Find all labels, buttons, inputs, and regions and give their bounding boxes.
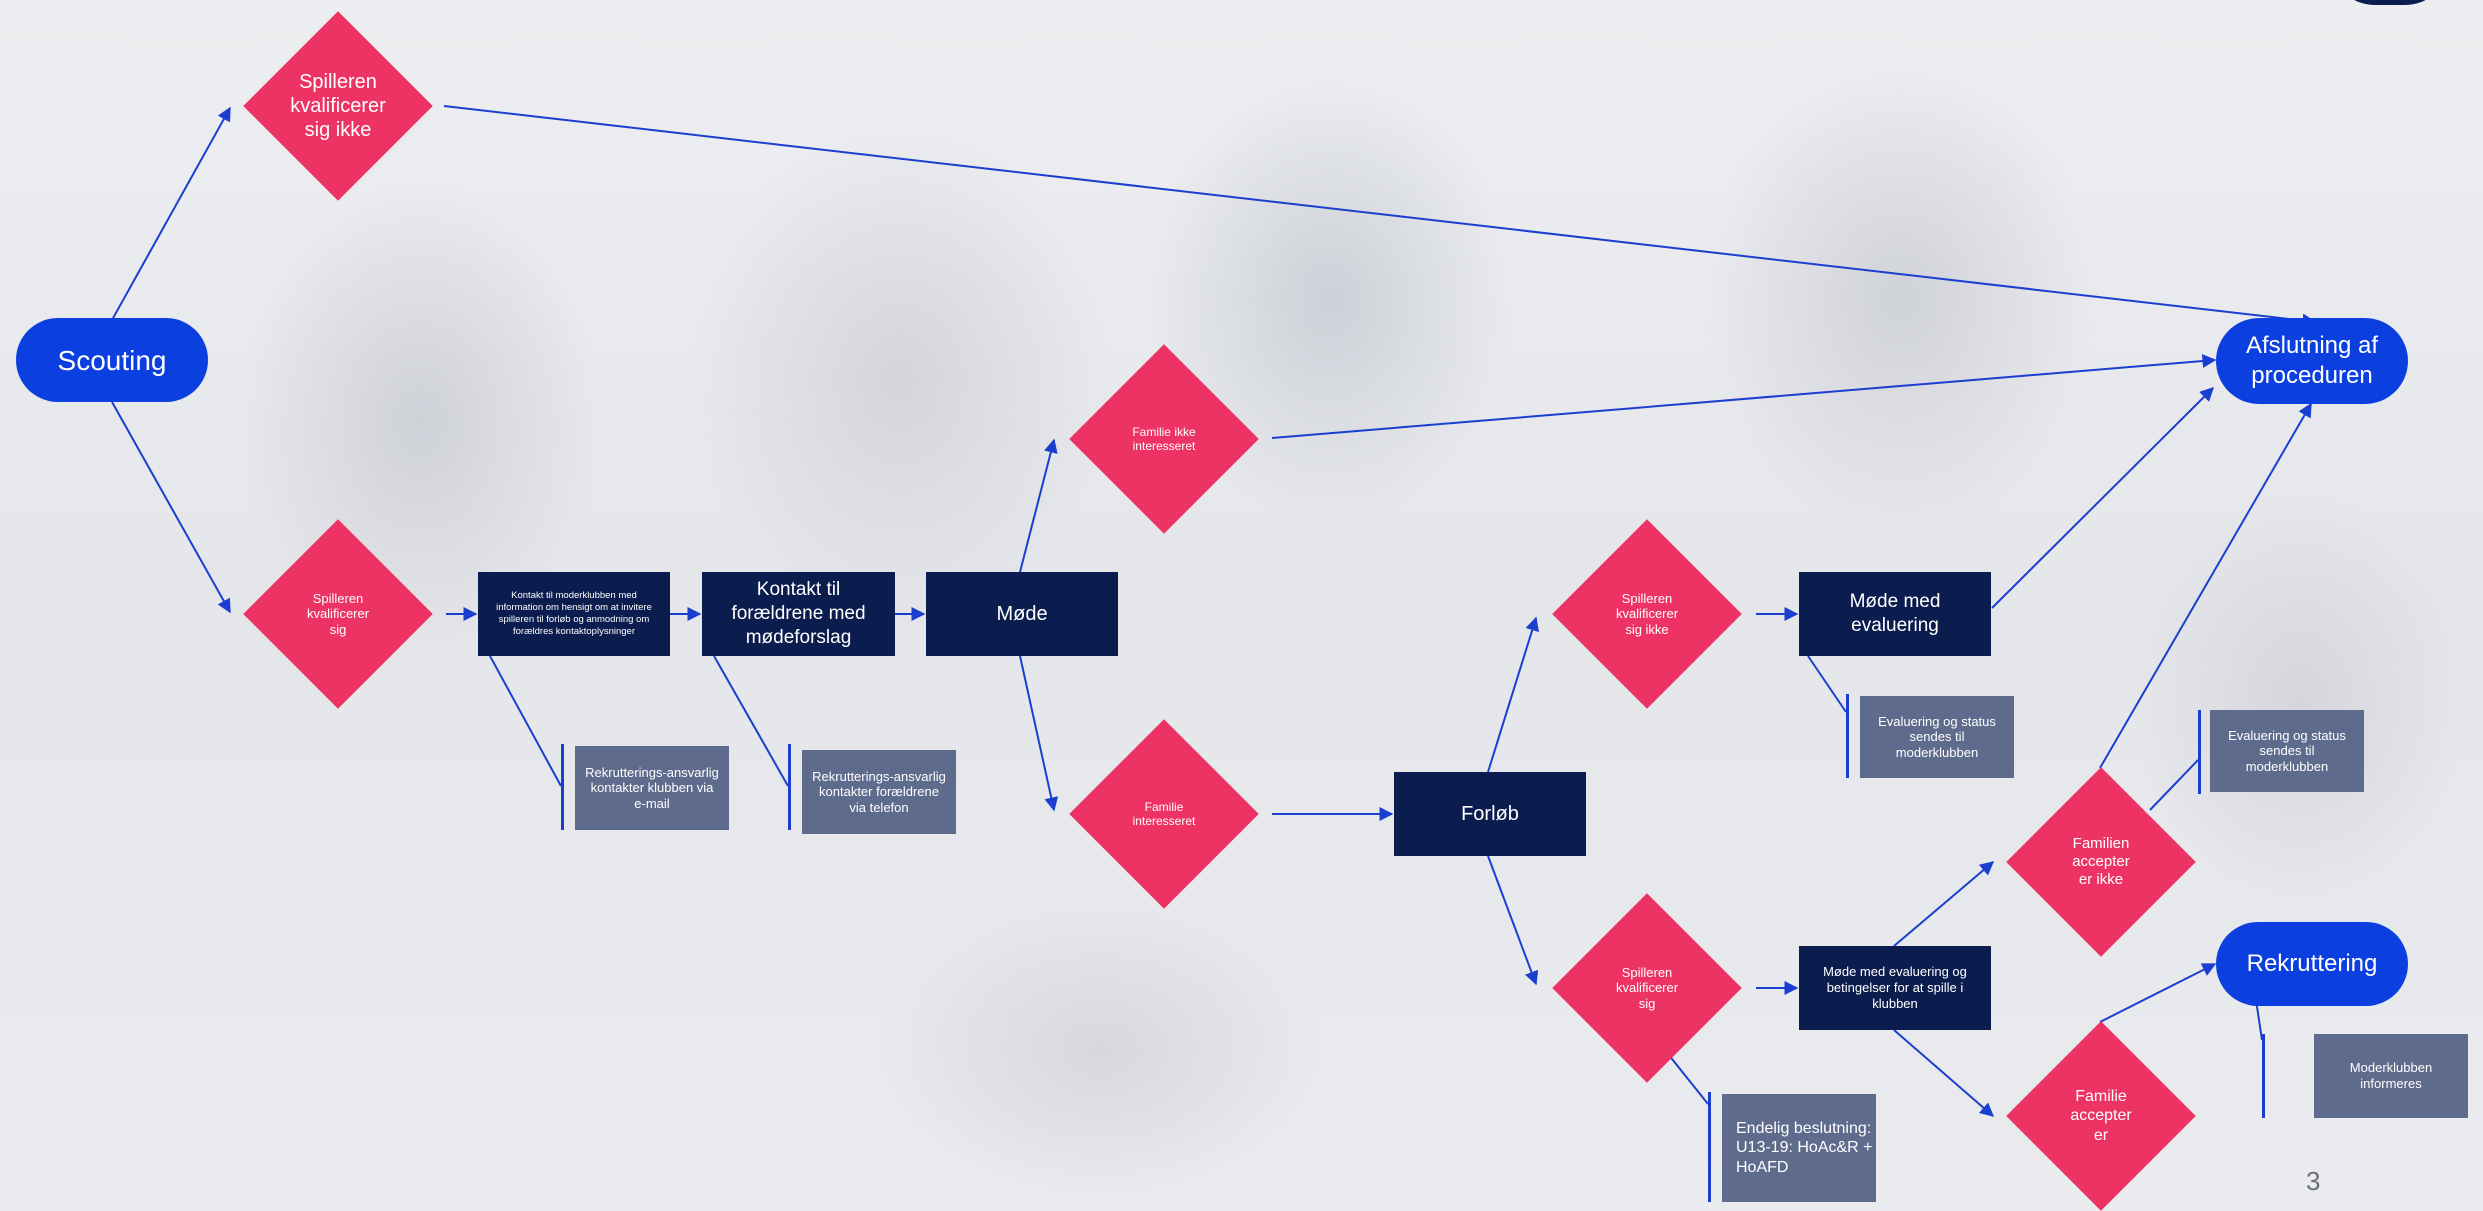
arrow-familie-ikke-to-afslutning [1271,354,2217,439]
logo [2330,0,2450,5]
arrow-scouting-to-sig [111,401,231,614]
leader-endelig [1667,1053,1709,1105]
arrow-mode-bet-to-accepter-ikke [1893,861,1995,947]
decision-spiller-ikke-mid-label: Spilleren kvalificerer sig ikke [1615,590,1679,637]
decision-spiller-ikke-mid: Spilleren kvalificerer sig ikke [1538,519,1756,709]
arrow-forlob-to-sig-low [1487,855,1539,986]
note-evaluering-2: Evaluering og status sendes til moderklu… [2210,710,2364,792]
note-rekrut-email-label: Rekrutterings-ansvarlig kontakter klubbe… [585,764,719,811]
decision-spiller-ikke-top-label: Spilleren kvalificerer sig ikke [290,71,386,141]
note-evaluering-1-label: Evaluering og status sendes til moderklu… [1878,713,1996,760]
arrow-scouting-to-ikke [111,106,231,321]
leader-eval-2 [2149,759,2199,811]
step-mode: Møde [926,572,1118,656]
decision-familien-accepterer-ikke: Familien accepter er ikke [1993,767,2209,957]
leader-moderklubben [2255,999,2263,1041]
decision-spiller-sig-label: Spilleren kvalificerer sig [306,590,370,637]
decision-familie-interesseret: Familie interesseret [1055,719,1273,909]
note-evaluering-1: Evaluering og status sendes til moderklu… [1860,696,2014,778]
arrow-mode-to-familie-int [1019,655,1059,812]
step-kontakt-foraeldre: Kontakt til forældrene med mødeforslag [702,572,895,656]
note-bar-eval-1 [1846,694,1849,778]
arrow-accepter-to-rekruttering [2099,963,2217,1023]
arrow-mode-eval-to-afslutning [1991,387,2214,609]
note-bar-endelig [1708,1092,1711,1202]
decision-familie-accepterer: Familie accepter er [1993,1021,2209,1211]
arrow-mode-bet-to-accepter [1893,1029,1995,1117]
decision-spiller-sig-low: Spilleren kvalificerer sig [1538,893,1756,1083]
afslutning-node: Afslutning af proceduren [2216,318,2408,404]
decision-familie-ikke-label: Familie ikke interesseret [1132,424,1196,453]
step-kontakt-moderklubben-label: Kontakt til moderklubben med information… [496,590,652,637]
decision-spiller-sig: Spilleren kvalificerer sig [230,519,446,709]
note-bar-telefon [788,744,791,830]
step-mode-label: Møde [996,602,1048,625]
leader-email [489,655,562,787]
note-moderklubben: Moderklubben informeres [2314,1034,2468,1118]
decision-familien-accepterer-ikke-label: Familien accepter er ikke [2072,835,2130,888]
note-rekrut-telefon-label: Rekrutterings-ansvarlig kontakter foræld… [812,768,946,815]
leader-eval-1 [1807,655,1847,713]
afslutning-label: Afslutning af proceduren [2245,332,2379,389]
decision-familie-accepterer-label: Familie accepter er [2070,1088,2132,1144]
note-rekrut-email: Rekrutterings-ansvarlig kontakter klubbe… [575,746,729,830]
scouting-node: Scouting [16,318,208,402]
step-mode-evaluering-label: Møde med evaluering [1849,591,1941,636]
step-mode-evaluering-betingelser-label: Møde med evaluering og betingelser for a… [1823,963,1967,1012]
arrow-forlob-to-ikke-mid [1487,616,1539,773]
note-bar-eval-2 [2198,710,2201,794]
rekruttering-label: Rekruttering [2246,950,2378,977]
note-rekrut-telefon: Rekrutterings-ansvarlig kontakter foræld… [802,750,956,834]
step-forlob: Forløb [1394,772,1586,856]
leader-telefon [713,655,789,787]
rekruttering-node: Rekruttering [2216,922,2408,1006]
scouting-label: Scouting [57,344,167,376]
step-kontakt-foraeldre-label: Kontakt til forældrene med mødeforslag [731,579,866,648]
arrow-mode-to-familie-ikke [1019,438,1058,573]
step-mode-evaluering: Møde med evaluering [1799,572,1991,656]
decision-spiller-ikke-top: Spilleren kvalificerer sig ikke [230,11,446,201]
note-endelig-beslutning: Endelig beslutning: U13-19: HoAc&R + HoA… [1722,1094,1876,1202]
step-mode-evaluering-betingelser: Møde med evaluering og betingelser for a… [1799,946,1991,1030]
arrow-accepter-ikke-to-afslutning [2099,402,2312,769]
decision-familie-ikke: Familie ikke interesseret [1055,344,1273,534]
note-bar-moderklubben [2262,1034,2265,1118]
step-forlob-label: Forløb [1461,802,1519,825]
arrow-ikke-to-afslutning [443,105,2317,328]
decision-familie-interesseret-label: Familie interesseret [1132,799,1196,828]
note-endelig-beslutning-label: Endelig beslutning: U13-19: HoAc&R + HoA… [1736,1120,1873,1176]
decision-spiller-sig-low-label: Spilleren kvalificerer sig [1615,964,1679,1011]
note-evaluering-2-label: Evaluering og status sendes til moderklu… [2228,727,2346,774]
note-bar-email [561,744,564,830]
step-kontakt-moderklubben: Kontakt til moderklubben med information… [478,572,670,656]
note-moderklubben-label: Moderklubben informeres [2349,1060,2433,1091]
page-number: 3 [2306,1166,2321,1196]
